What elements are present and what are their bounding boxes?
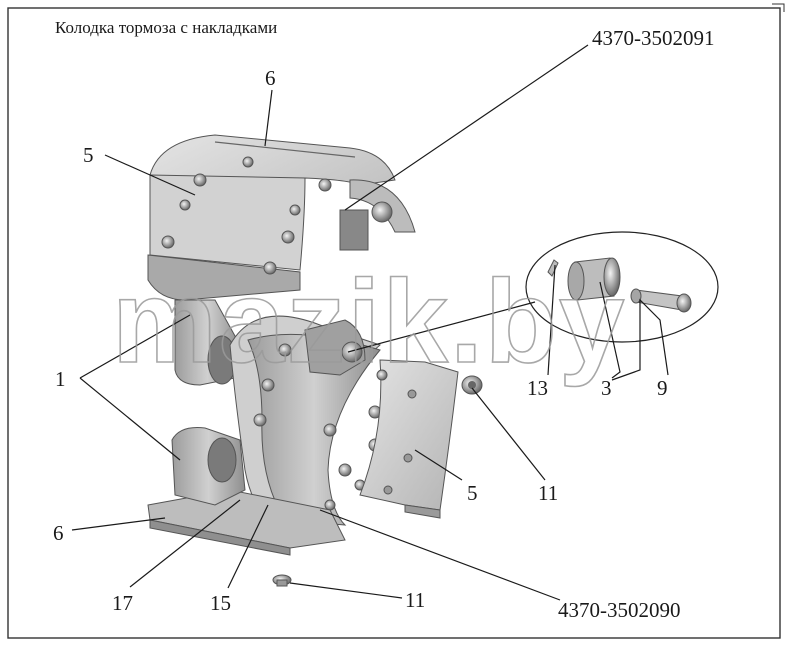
upper-rivets bbox=[161, 156, 332, 275]
upper-shoe-assembly bbox=[147, 134, 416, 386]
corner-mark bbox=[772, 3, 785, 12]
callout-axle: 9 bbox=[657, 376, 668, 400]
upper-lining-face bbox=[149, 134, 396, 256]
part-number-upper: 4370-3502091 bbox=[592, 26, 715, 50]
diagram-title: Колодка тормоза с накладками bbox=[55, 18, 277, 37]
lower-rivets bbox=[253, 343, 382, 511]
callout-rivet-strip-bottom: 6 bbox=[53, 521, 64, 545]
upper-shoe-web bbox=[147, 254, 301, 301]
part-number-lower: 4370-3502090 bbox=[558, 598, 681, 622]
upper-lining-front bbox=[149, 174, 306, 271]
callout-bushing-bottom: 11 bbox=[405, 588, 425, 612]
watermark-text: mazik.by bbox=[112, 256, 626, 388]
callout-bushing-right: 11 bbox=[538, 481, 558, 505]
axle-part bbox=[630, 288, 692, 313]
callout-spring-clip: 13 bbox=[527, 376, 548, 400]
callout-web-rib: 17 bbox=[112, 591, 133, 615]
spring-clip-part bbox=[547, 259, 559, 277]
roller-part bbox=[567, 257, 621, 301]
right-lining bbox=[359, 359, 459, 519]
callout-roller: 3 bbox=[601, 376, 612, 400]
callout-lining-right: 5 bbox=[467, 481, 478, 505]
callout-roller-pins: 1 bbox=[55, 367, 66, 391]
bushing-bottom bbox=[272, 574, 292, 587]
lower-pivot-hole bbox=[207, 437, 237, 483]
lower-shoe-assembly bbox=[147, 315, 382, 556]
callout-lining-top: 5 bbox=[83, 143, 94, 167]
bushing-right bbox=[461, 375, 483, 395]
leader-lines bbox=[71, 44, 669, 601]
callout-shoe-body: 15 bbox=[210, 591, 231, 615]
detail-callout-ellipse bbox=[525, 231, 719, 343]
upper-roller-bracket bbox=[339, 209, 369, 251]
callout-rivet-strip-top: 6 bbox=[265, 66, 276, 90]
border-frame bbox=[7, 7, 781, 639]
